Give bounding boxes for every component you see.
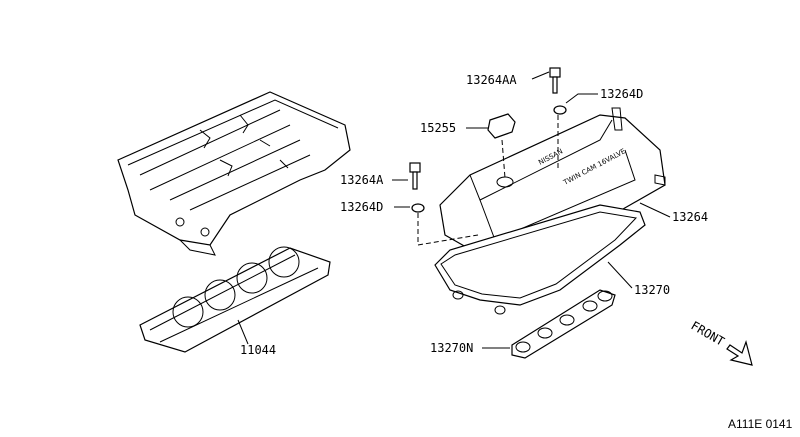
label-11044: 11044	[240, 343, 276, 357]
label-13270n: 13270N	[430, 341, 473, 355]
washer-top	[553, 105, 567, 115]
rocker-cover: NISSAN TWIN CAM 16VALVE	[439, 107, 666, 263]
label-13264aa: 13264AA	[466, 73, 517, 87]
cover-gasket	[434, 204, 646, 315]
label-13264d-left: 13264D	[340, 200, 383, 214]
spark-plug-seals	[511, 289, 616, 359]
label-15255: 15255	[420, 121, 456, 135]
bolt-13264aa	[549, 67, 561, 94]
label-13264d-top: 13264D	[600, 87, 643, 101]
label-13264: 13264	[672, 210, 708, 224]
diagram-code: A111E 0141	[728, 417, 793, 431]
cylinder-head	[117, 91, 351, 256]
label-13270: 13270	[634, 283, 670, 297]
leader-lines	[237, 71, 671, 349]
bolt-13264a	[409, 162, 421, 190]
alignment-line-left	[417, 213, 479, 246]
oil-filler-cap	[487, 113, 516, 179]
washer-left	[411, 203, 425, 213]
label-13264a: 13264A	[340, 173, 384, 187]
head-gasket	[139, 246, 331, 353]
front-arrow-icon	[726, 339, 753, 366]
front-label: FRONT	[689, 318, 727, 348]
